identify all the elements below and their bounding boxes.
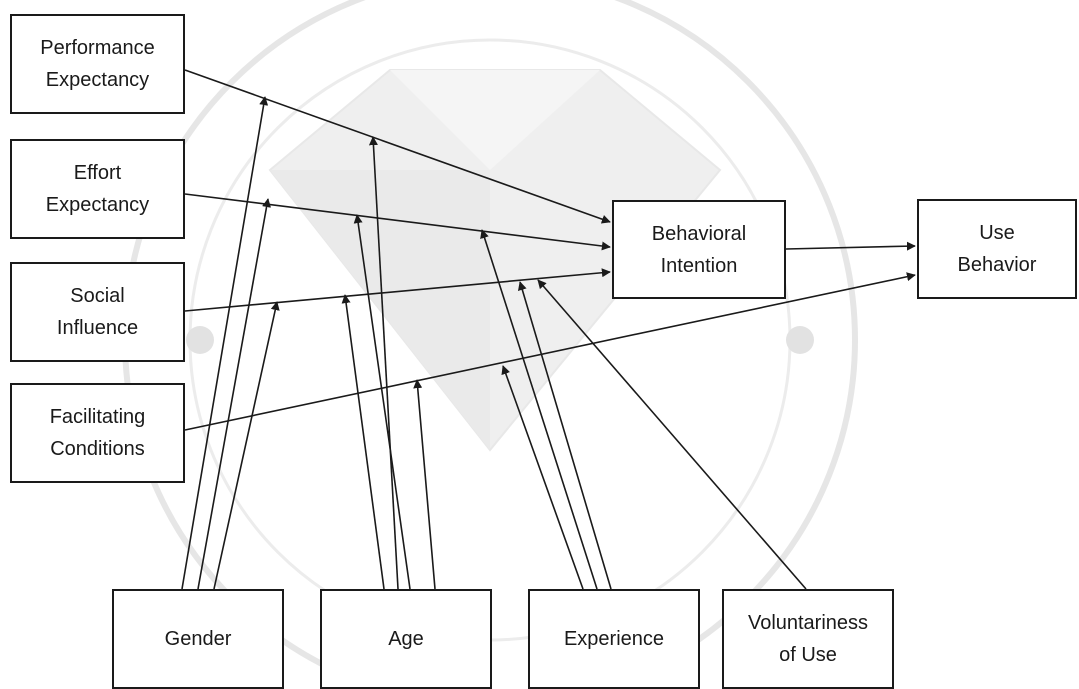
gender-label: Gender [164, 628, 232, 650]
path-pe-to-bi [184, 69, 611, 224]
gender-box: Gender [112, 589, 284, 689]
social-influence-label: Social Influence [56, 285, 139, 339]
moderator-age-pe [368, 136, 399, 590]
behavioral-intention-box: Behavioral Intention [612, 200, 786, 299]
moderator-age-fc [413, 379, 436, 590]
age-label: Age [388, 628, 424, 650]
moderator-experience-fc [501, 365, 584, 590]
use-behavior-label: Use Behavior [957, 222, 1037, 276]
moderator-gender-si [213, 301, 280, 590]
effort-expectancy-box: Effort Expectancy [10, 139, 185, 239]
age-box: Age [320, 589, 492, 689]
moderator-gender-pe [181, 96, 269, 590]
moderator-voluntariness-si [537, 279, 807, 590]
moderator-experience-si [517, 281, 612, 590]
voluntariness-of-use-label: Voluntariness of Use [747, 612, 869, 666]
behavioral-intention-label: Behavioral Intention [651, 222, 747, 277]
performance-expectancy-box: Performance Expectancy [10, 14, 185, 114]
moderator-gender-ee [197, 198, 271, 590]
voluntariness-of-use-box: Voluntariness of Use [722, 589, 894, 689]
facilitating-conditions-label: Facilitating Conditions [49, 406, 146, 460]
experience-label: Experience [563, 628, 665, 650]
path-si-to-bi [184, 268, 611, 312]
facilitating-conditions-box: Facilitating Conditions [10, 383, 185, 483]
performance-expectancy-label: Performance Expectancy [40, 37, 155, 91]
path-ee-to-bi [184, 193, 611, 251]
moderator-age-si [341, 294, 385, 590]
moderator-age-ee [353, 214, 411, 590]
moderator-experience-ee [480, 229, 598, 590]
social-influence-box: Social Influence [10, 262, 185, 362]
effort-expectancy-label: Effort Expectancy [45, 162, 150, 216]
use-behavior-box: Use Behavior [917, 199, 1077, 299]
experience-box: Experience [528, 589, 700, 689]
path-bi-to-ub [785, 241, 916, 251]
path-fc-to-ub [184, 272, 916, 431]
